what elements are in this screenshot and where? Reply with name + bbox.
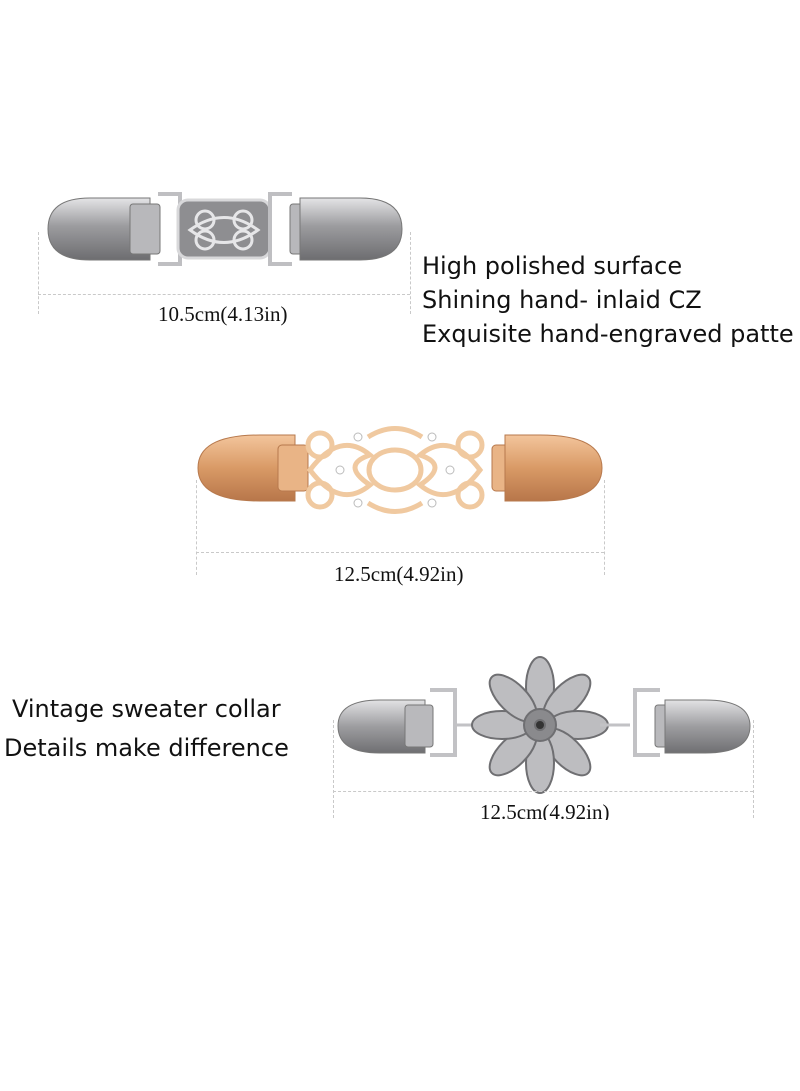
- feature-text-polished: High polished surface: [422, 252, 683, 280]
- measurement-label-2: 12.5cm(4.92in): [334, 562, 464, 586]
- measure-guide-right-2: [604, 480, 605, 575]
- measure-line-1: [38, 294, 410, 295]
- feature-text-engraved: Exquisite hand-engraved patte: [422, 320, 794, 348]
- measure-guide-left-1: [38, 232, 39, 314]
- measure-line-3: [333, 791, 753, 792]
- feature-text-details: Details make difference: [4, 734, 289, 762]
- silver-flower-clip-image: [337, 656, 751, 794]
- silver-filigree-clip-image: [47, 192, 403, 266]
- measurement-label-3: 12.5cm(4.92in): [480, 800, 610, 820]
- feature-text-vintage: Vintage sweater collar: [12, 695, 281, 723]
- measurement-label-1: 10.5cm(4.13in): [158, 302, 288, 326]
- measure-line-2: [196, 552, 604, 553]
- feature-text-cz: Shining hand- inlaid CZ: [422, 286, 702, 314]
- measure-guide-left-3: [333, 720, 334, 818]
- measure-guide-right-1: [410, 232, 411, 314]
- rose-gold-cz-clip-image: [197, 426, 603, 514]
- measure-guide-left-2: [196, 480, 197, 575]
- measure-guide-right-3: [753, 720, 754, 818]
